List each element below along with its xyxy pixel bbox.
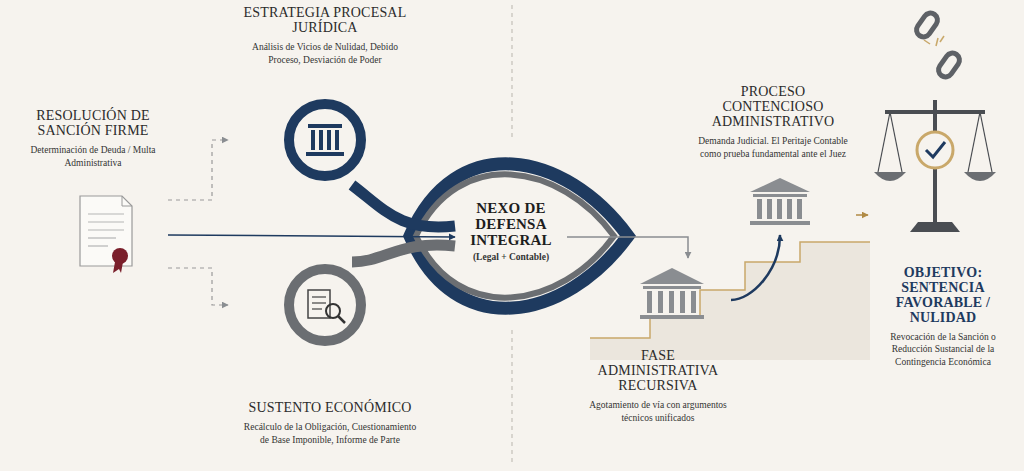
legal-pin-icon bbox=[289, 104, 361, 176]
text-node: ESTRATEGIA PROCESAL JURÍDICA Análisis de … bbox=[228, 5, 422, 185]
node-body: Agotamiento de vía con argumentos técnic… bbox=[586, 399, 731, 424]
divider-line bbox=[512, 330, 513, 466]
node-body: (Legal + Contable) bbox=[473, 251, 549, 263]
text-node: OBJETIVO: SENTENCIA FAVORABLE / NULIDAD R… bbox=[868, 4, 1018, 368]
divider-line bbox=[512, 5, 513, 140]
text-node: SUSTENTO ECONÓMICO Recálculo de la Obliga… bbox=[228, 262, 432, 446]
node-heading: RESOLUCIÓN DE SANCIÓN FIRME bbox=[18, 108, 168, 138]
node-body: Revocación de la Sanción o Reducción Sus… bbox=[871, 331, 1016, 368]
text-node: RESOLUCIÓN DE SANCIÓN FIRME Determinación… bbox=[18, 108, 168, 276]
nexus-ribbon-inner bbox=[416, 174, 614, 297]
scale-icon bbox=[874, 100, 996, 232]
node-heading: PROCESO CONTENCIOSO ADMINISTRATIVO bbox=[690, 84, 856, 129]
node-heading: SUSTENTO ECONÓMICO bbox=[248, 400, 411, 415]
building-icon bbox=[640, 268, 704, 319]
connector bbox=[856, 214, 868, 216]
text-node: NEXO DE DEFENSA INTEGRAL (Legal + Contabl… bbox=[455, 200, 567, 276]
node-heading: OBJETIVO: SENTENCIA FAVORABLE / NULIDAD bbox=[868, 265, 1018, 325]
text-node: FASE ADMINISTRATIVA RECURSIVA Agotamiento… bbox=[585, 258, 731, 424]
text-node: PROCESO CONTENCIOSO ADMINISTRATIVO Demand… bbox=[690, 84, 856, 235]
connector bbox=[352, 245, 455, 262]
stairs-edge bbox=[590, 242, 870, 338]
document-icon bbox=[80, 196, 132, 273]
node-heading: ESTRATEGIA PROCESAL JURÍDICA bbox=[228, 5, 422, 35]
node-body: Demanda Judicial. El Peritaje Contable c… bbox=[691, 135, 856, 160]
connector bbox=[352, 185, 455, 227]
connector bbox=[168, 235, 455, 237]
building-icon bbox=[750, 178, 810, 225]
node-body: Recálculo de la Obligación, Cuestionamie… bbox=[243, 421, 418, 446]
connector bbox=[567, 237, 688, 258]
connector bbox=[168, 268, 228, 305]
connector bbox=[168, 140, 228, 200]
economic-pin-icon bbox=[289, 269, 361, 341]
node-heading: NEXO DE DEFENSA INTEGRAL bbox=[455, 200, 567, 249]
nexus-ribbon bbox=[410, 164, 628, 308]
broken-chain-icon bbox=[914, 10, 962, 79]
node-heading: FASE ADMINISTRATIVA RECURSIVA bbox=[585, 348, 731, 393]
node-body: Análisis de Vicios de Nulidad, Debido Pr… bbox=[248, 41, 403, 66]
connector bbox=[731, 235, 780, 300]
stairs bbox=[590, 242, 870, 360]
node-body: Determinación de Deuda / Multa Administr… bbox=[23, 144, 163, 169]
